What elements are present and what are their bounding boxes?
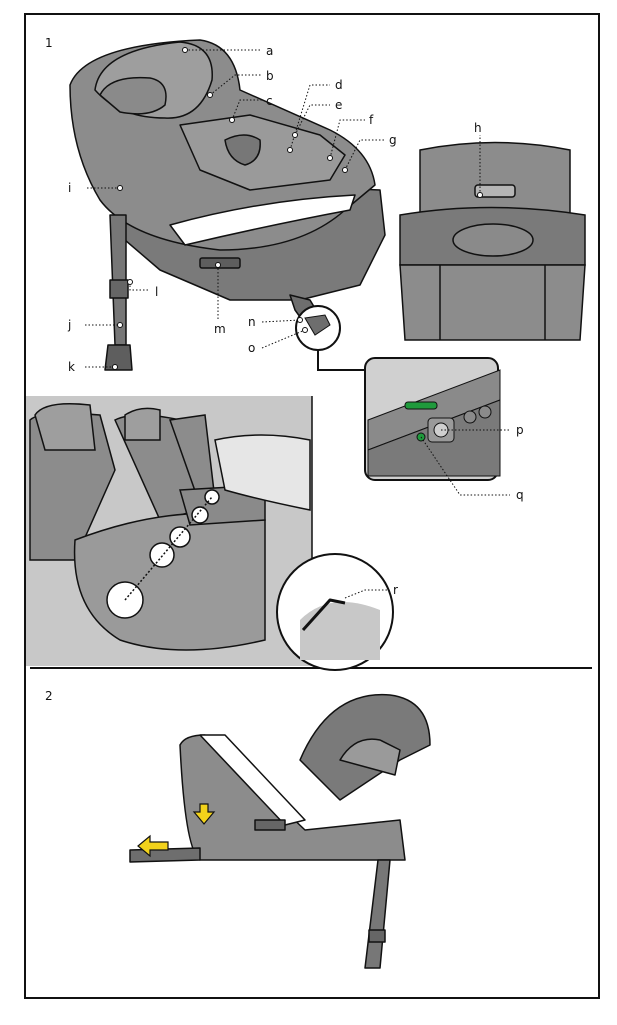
step2-leg-adjuster [368,929,386,943]
leg-foot [104,344,133,371]
seat-front-band [169,194,356,246]
seat-cushion [179,114,346,191]
leader-lines [85,49,510,599]
label-g: g [389,133,397,147]
step-number-1: 1 [45,36,53,50]
page-frame [24,13,600,999]
label-p: p [516,423,524,437]
rear-emblem [452,223,534,257]
label-l: l [155,285,158,299]
car-seat-step-2 [129,693,431,969]
label-k: k [68,360,75,374]
step2-leg [364,859,391,969]
label-e: e [335,98,342,112]
step2-headrest [339,738,401,776]
isofix-zoom-detail [304,314,331,336]
headrest-pad [99,76,167,115]
label-f: f [369,113,374,127]
seat-rear-view [398,141,586,341]
label-b: b [266,69,274,83]
top-tether-tab [474,184,516,198]
label-n: n [248,315,256,329]
car-seat-main [69,39,386,371]
anchor-circle-4 [191,506,209,524]
step2-handle [254,819,286,831]
anchor-zoom-callout [276,553,394,671]
step2-white-band [199,734,306,826]
label-i: i [68,181,71,195]
step-number-2: 2 [45,689,53,703]
green-indicator [404,401,438,410]
label-m: m [214,322,226,336]
isofix-anchor-bar [301,598,346,632]
zoom-connector [317,350,368,371]
label-d: d [335,78,343,92]
shoulder-pad [224,134,261,166]
anchor-circle-3 [169,526,191,548]
indicator-zoom-panel [364,357,501,481]
label-h: h [474,121,482,135]
label-dots [112,47,483,370]
label-j: j [67,318,71,332]
label-c: c [266,94,273,108]
label-q: q [516,488,524,502]
label-o: o [248,341,255,355]
label-r: r [393,583,398,597]
car-interior [26,396,313,666]
leg-adjuster [109,279,129,299]
anchor-circle-2 [149,542,175,568]
arrow-down-icon [192,803,216,825]
label-a: a [266,44,273,58]
arrow-left-icon [137,834,169,858]
